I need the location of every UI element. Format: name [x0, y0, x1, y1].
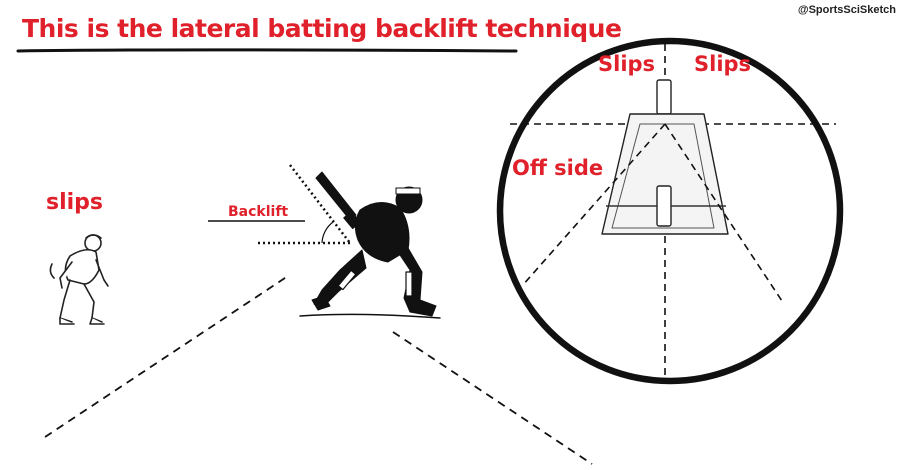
title-underline [16, 48, 518, 53]
label-backlift: Backlift [228, 204, 289, 220]
page-title: This is the lateral batting backlift tec… [22, 14, 622, 43]
label-slips-circle-left: Slips [598, 52, 656, 76]
slip-fielder-figure [49, 234, 109, 325]
backlift-angle-dots [289, 164, 351, 244]
circle-diagonal-left [521, 123, 666, 287]
dashed-line-left [44, 275, 289, 438]
author-handle: @SportsSciSketch [797, 4, 896, 16]
batter-figure [299, 171, 441, 319]
label-slips-circle-right: Slips [694, 52, 752, 76]
dashed-line-right [392, 331, 593, 465]
label-off-side: Off side [512, 156, 604, 180]
stumps-figure [601, 79, 729, 235]
view-circle [496, 37, 844, 385]
label-slips-left: slips [46, 190, 104, 215]
backlift-angle-arc [321, 221, 334, 244]
